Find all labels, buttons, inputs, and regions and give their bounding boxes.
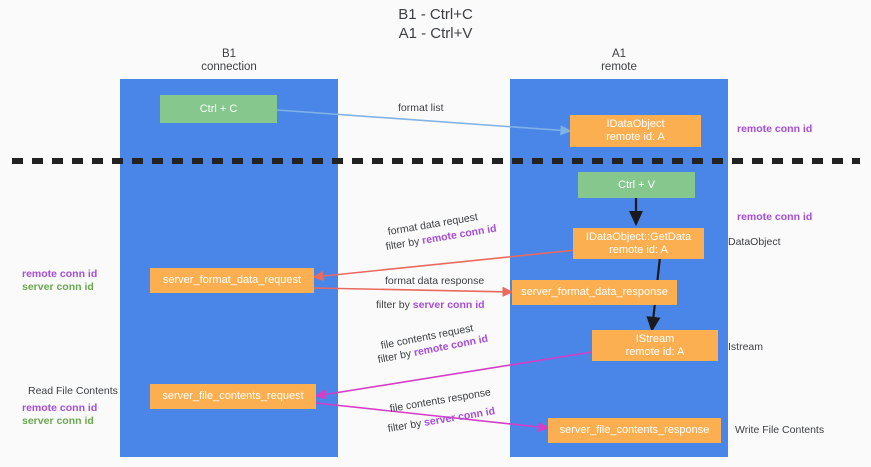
- annotation-dataobject: DataObject: [728, 236, 781, 248]
- node-ctrl-v[interactable]: Ctrl + V: [578, 172, 695, 198]
- edge-format-data-response: [313, 286, 514, 297]
- filter-prefix: filter by: [376, 299, 413, 311]
- node-server-file-contents-request[interactable]: server_file_contents_request: [150, 384, 316, 409]
- edge-label-format-list: format list: [398, 102, 444, 114]
- annotation-read-file-contents: Read File Contents: [28, 385, 118, 397]
- annotation-left-remote-conn-id-1: remote conn id: [22, 268, 98, 280]
- filter-key-server-conn-id: server conn id: [412, 299, 485, 311]
- annotation-left-server-conn-id-2: server conn id: [22, 415, 94, 427]
- annotation-left-server-conn-id-1: server conn id: [22, 281, 94, 293]
- node-server-format-data-response[interactable]: server_format_data_response: [512, 280, 677, 305]
- annotation-remote-conn-id-mid: remote conn id: [737, 211, 813, 223]
- filter-key-server-conn-id: server conn id: [423, 405, 496, 429]
- annotation-istream: Istream: [728, 341, 764, 353]
- edge-label-format-data-response: format data response: [385, 275, 485, 287]
- column-header-b1: B1 connection: [201, 48, 257, 73]
- page-title: B1 - Ctrl+C A1 - Ctrl+V: [398, 6, 473, 42]
- annotation-remote-conn-id-top: remote conn id: [737, 123, 813, 135]
- node-getdata[interactable]: IDataObject::GetData remote id: A: [573, 228, 704, 259]
- node-istream[interactable]: IStream remote id: A: [592, 330, 718, 361]
- annotation-left-remote-conn-id-2: remote conn id: [22, 402, 98, 414]
- filter-prefix: filter by: [386, 417, 426, 435]
- node-server-format-data-request[interactable]: server_format_data_request: [150, 268, 314, 293]
- node-server-file-contents-response[interactable]: server_file_contents_response: [548, 418, 721, 443]
- node-ctrl-c[interactable]: Ctrl + C: [160, 95, 277, 123]
- node-idataobject[interactable]: IDataObject remote id: A: [570, 115, 701, 147]
- annotation-write-file-contents: Write File Contents: [735, 424, 825, 436]
- edge-label-format-data-response-filter: filter by server conn id: [376, 299, 485, 312]
- column-header-a1: A1 remote: [601, 48, 637, 73]
